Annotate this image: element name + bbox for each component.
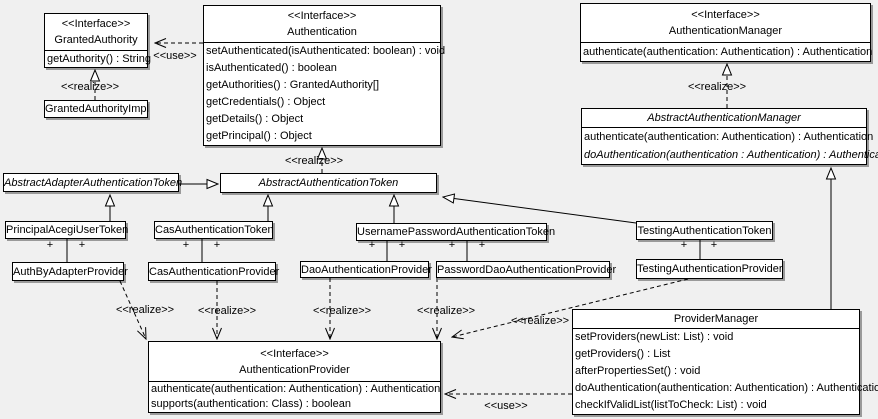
method: doAuthentication(authentication: Authent… bbox=[575, 382, 878, 394]
class-name: AuthenticationProvider bbox=[239, 363, 350, 376]
method: supports(authentication: Class) : boolea… bbox=[151, 398, 351, 410]
class-abstract-authentication-manager: AbstractAuthenticationManager authentica… bbox=[581, 108, 878, 165]
stereotype-label: <<Interface>> bbox=[61, 18, 131, 30]
class-testing-authentication-provider: TestingAuthenticationProvider bbox=[636, 259, 783, 279]
method: getProviders() : List bbox=[575, 348, 671, 360]
class-granted-authority-impl: GrantedAuthorityImpl bbox=[44, 100, 149, 118]
method-abstract: doAuthentication(authentication : Authen… bbox=[584, 149, 878, 161]
class-name: AuthenticationManager bbox=[668, 25, 783, 37]
class-name: AbstractAuthenticationToken bbox=[258, 177, 399, 189]
association-plus-label: + bbox=[182, 239, 190, 251]
realize-label: <<realize>> bbox=[312, 305, 372, 317]
method: getAuthorities() : GrantedAuthority[] bbox=[206, 79, 380, 91]
association-plus-label: + bbox=[478, 239, 486, 251]
use-label: <<use>> bbox=[484, 400, 528, 412]
realize-label: <<realize>> bbox=[197, 305, 257, 317]
class-principal-acegi-user-token: PrincipalAcegiUserToken bbox=[5, 221, 129, 239]
class-password-dao-authentication-provider: PasswordDaoAuthenticationProvider bbox=[436, 261, 617, 278]
realize-label: <<realize>> bbox=[416, 305, 476, 317]
association-plus-label: + bbox=[78, 239, 86, 251]
class-name: AbstractAuthenticationManager bbox=[647, 112, 801, 124]
method: authenticate(authentication: Authenticat… bbox=[151, 383, 441, 395]
class-name: CasAuthenticationProvider bbox=[149, 265, 280, 278]
generalization-testing-token bbox=[443, 197, 637, 224]
association-plus-label: + bbox=[680, 239, 688, 251]
association-plus-label: + bbox=[46, 239, 54, 251]
method: setProviders(newList: List) : void bbox=[575, 331, 734, 343]
class-name: TestingAuthenticationProvider bbox=[637, 263, 783, 275]
class-cas-authentication-token: CasAuthenticationToken bbox=[154, 221, 274, 239]
stereotype-label: <<Interface>> bbox=[260, 347, 329, 360]
realize-label: <<realize>> bbox=[510, 315, 570, 327]
method: isAuthenticated() : boolean bbox=[206, 62, 337, 74]
class-cas-authentication-provider: CasAuthenticationProvider bbox=[148, 262, 280, 281]
realize-label: <<realize>> bbox=[284, 155, 344, 167]
class-name: PrincipalAcegiUserToken bbox=[6, 224, 129, 236]
method: getPrincipal() : Object bbox=[206, 130, 312, 142]
association-plus-label: + bbox=[710, 239, 718, 251]
realize-label: <<realize>> bbox=[60, 81, 120, 93]
realize-label: <<realize>> bbox=[687, 81, 747, 93]
class-provider-manager: ProviderManager setProviders(newList: Li… bbox=[572, 309, 878, 415]
use-label: <<use>> bbox=[153, 50, 197, 62]
class-name: DaoAuthenticationProvider bbox=[301, 263, 432, 276]
class-name: CasAuthenticationToken bbox=[155, 224, 274, 236]
association-plus-label: + bbox=[448, 239, 456, 251]
method: authenticate(authentication: Authenticat… bbox=[584, 131, 874, 143]
association-plus-label: + bbox=[213, 239, 221, 251]
method: setAuthenticated(isAuthenticated: boolea… bbox=[206, 45, 446, 57]
class-dao-authentication-provider: DaoAuthenticationProvider bbox=[300, 261, 432, 278]
stereotype-label: <<Interface>> bbox=[287, 10, 357, 22]
method: getCredentials() : Object bbox=[206, 96, 326, 108]
class-authentication-provider: <<Interface>> AuthenticationProvider aut… bbox=[148, 341, 441, 413]
class-name: TestingAuthenticationToken bbox=[637, 224, 772, 237]
class-name: ProviderManager bbox=[673, 313, 759, 325]
method: authenticate(authentication: Authenticat… bbox=[583, 46, 873, 58]
class-username-password-authentication-token: UsernamePasswordAuthenticationToken bbox=[356, 223, 556, 241]
class-name: AuthByAdapterProvider bbox=[13, 265, 128, 278]
association-plus-label: + bbox=[398, 239, 406, 251]
method: checkIfValidList(listToCheck: List) : vo… bbox=[575, 399, 767, 411]
class-name: AbstractAdapterAuthenticationToken bbox=[4, 176, 183, 189]
class-testing-authentication-token: TestingAuthenticationToken bbox=[636, 221, 773, 240]
class-abstract-authentication-token: AbstractAuthenticationToken bbox=[220, 173, 437, 193]
method: getAuthority() : String bbox=[47, 53, 151, 65]
class-name: PasswordDaoAuthenticationProvider bbox=[437, 263, 617, 276]
stereotype-label: <<Interface>> bbox=[691, 9, 760, 21]
class-name: UsernamePasswordAuthenticationToken bbox=[357, 226, 556, 238]
class-auth-by-adapter-provider: AuthByAdapterProvider bbox=[12, 262, 128, 281]
class-name: GrantedAuthority bbox=[54, 34, 138, 46]
class-abstract-adapter-authentication-token: AbstractAdapterAuthenticationToken bbox=[3, 173, 183, 192]
class-name: Authentication bbox=[287, 26, 357, 38]
class-authentication: <<Interface>> Authentication setAuthenti… bbox=[203, 5, 446, 146]
realize-label: <<realize>> bbox=[115, 304, 175, 316]
method: getDetails() : Object bbox=[206, 113, 304, 125]
method: afterPropertiesSet() : void bbox=[575, 365, 701, 377]
class-authentication-manager: <<Interface>> AuthenticationManager auth… bbox=[580, 3, 873, 62]
class-name: GrantedAuthorityImpl bbox=[45, 103, 149, 115]
association-plus-label: + bbox=[368, 239, 376, 251]
class-granted-authority: <<Interface>> GrantedAuthority getAuthor… bbox=[44, 13, 151, 68]
